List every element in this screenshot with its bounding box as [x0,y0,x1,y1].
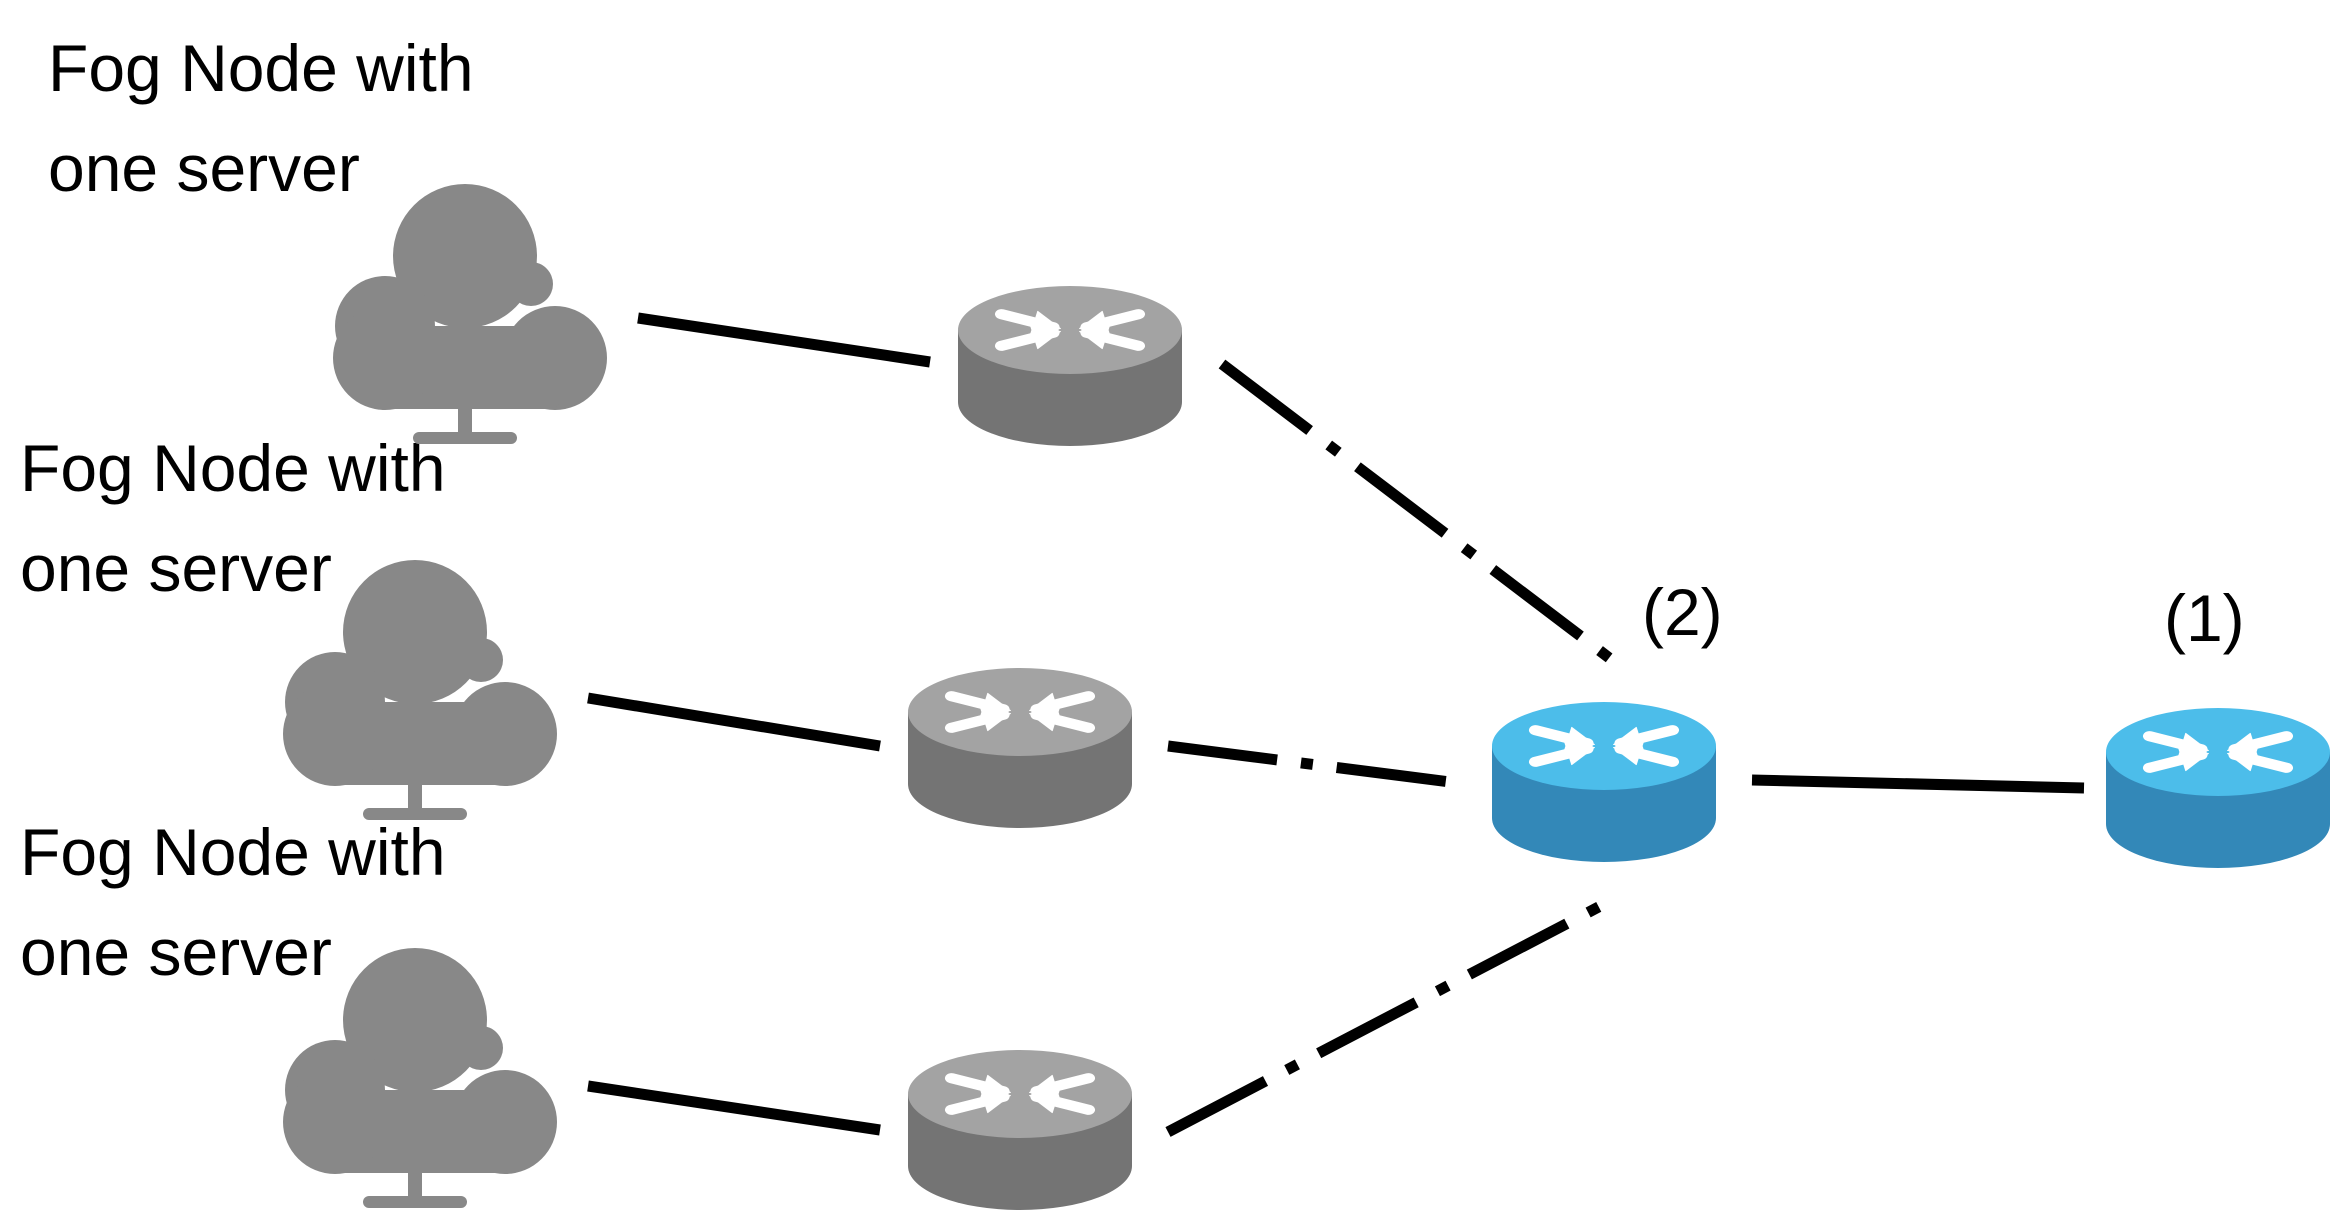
edge-router-1-icon [958,286,1182,446]
fog-node-2-label-line2: one server [20,531,332,605]
link-edge2-aggregation [1167,740,1467,790]
aggregation-router-icon [1492,702,1716,862]
cloud-server-icon [283,948,557,1208]
core-router-icon [2106,708,2330,868]
aggregation-router-number: (2) [1642,575,1723,649]
link-edge3-aggregation [1165,895,1615,1137]
link-fog3-edge3 [587,1080,881,1136]
link-fog1-edge1 [637,312,931,368]
fog-node-2-label-line1: Fog Node with [20,431,446,505]
link-aggregation-core [1751,774,2085,794]
edge-router-2-icon [908,668,1132,828]
fog-node-3-label-line1: Fog Node with [20,815,446,889]
cloud-server-icon [333,184,607,444]
cloud-server-icon [283,560,557,820]
fog-node-1-label-line2: one server [48,131,360,205]
link-edge1-aggregation [1218,359,1616,665]
edge-router-3-icon [908,1050,1132,1210]
fog-node-3-label-line2: one server [20,915,332,989]
fog-node-1-label-line1: Fog Node with [48,31,474,105]
link-fog2-edge2 [587,692,881,752]
core-router-number: (1) [2164,581,2245,655]
